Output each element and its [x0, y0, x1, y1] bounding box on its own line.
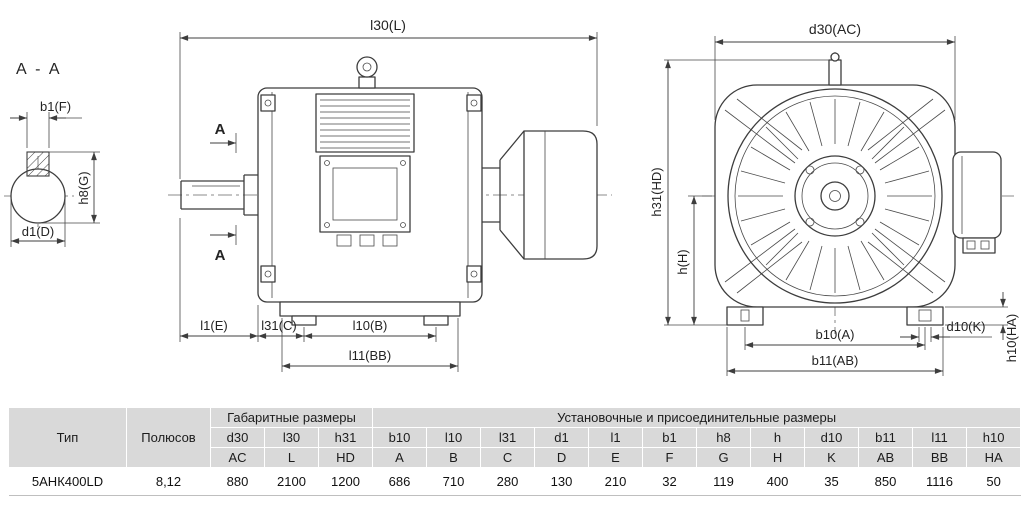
technical-drawing: А - А b1(F) h8(G) d1(D) — [4, 17, 1019, 376]
dim-value: 35 — [824, 474, 839, 489]
fan-cowl — [482, 130, 598, 260]
section-cut-mark-bottom: А — [210, 225, 237, 264]
fan-guard-louvres — [738, 99, 932, 293]
shaft-key-section — [26, 151, 50, 177]
dim-alt: H — [750, 447, 806, 468]
dim-code: l10 — [426, 427, 482, 448]
dim-alt: A — [372, 447, 428, 468]
dim-label-h10: h10(HA) — [1004, 314, 1019, 362]
dim-code: h10 — [966, 427, 1022, 448]
dim-label-b11: b11(AB) — [812, 353, 859, 368]
dim-value: 130 — [550, 474, 573, 489]
dim-value: 32 — [662, 474, 677, 489]
dim-alt: AB — [858, 447, 914, 468]
dim-code: d30 — [210, 427, 265, 448]
dim-alt: K — [804, 447, 860, 468]
group-header-overall: Габаритные размеры — [209, 407, 374, 428]
fan-guard-inner — [734, 95, 936, 297]
section-view-a-a: А - А b1(F) h8(G) d1(D) — [4, 61, 100, 247]
section-cut-letter: А — [215, 121, 226, 138]
dim-value: 119 — [713, 474, 734, 489]
dim-value: 880 — [226, 474, 249, 489]
dim-code: l11 — [912, 427, 968, 448]
dim-value: 50 — [986, 474, 1001, 489]
dim-value: 1200 — [331, 474, 360, 489]
dim-label-h31: h31(HD) — [649, 167, 664, 216]
dim-label-l11: l11(BB) — [349, 348, 391, 363]
dim-code: h8 — [696, 427, 752, 448]
dim-label-l10: l10(B) — [353, 318, 388, 333]
dim-value: 280 — [496, 474, 519, 489]
dim-code: d1 — [534, 427, 590, 448]
dim-alt-row: AC L HD A B C D E F G H K AB BB HA — [9, 447, 1022, 468]
mounting-lugs — [260, 94, 482, 283]
dim-code: b10 — [372, 427, 428, 448]
motor-base — [279, 301, 461, 326]
dim-value: 400 — [766, 474, 789, 489]
corner-braces — [724, 98, 946, 294]
dim-alt: B — [426, 447, 482, 468]
dim-code: l31 — [480, 427, 536, 448]
fan-guard-outer — [727, 88, 943, 304]
dim-label-l30: l30(L) — [370, 17, 406, 33]
dim-code: d10 — [804, 427, 860, 448]
dim-label-d1: d1(D) — [22, 224, 55, 239]
group-header-mounting: Установочные и присоединительные размеры — [372, 407, 1022, 428]
table-row: 5АНК400LD 8,12 880 2100 1200 686 710 280… — [8, 468, 1021, 496]
dim-alt: E — [588, 447, 644, 468]
dim-value: 210 — [604, 474, 627, 489]
dim-alt: G — [696, 447, 752, 468]
front-feet — [726, 306, 944, 326]
dim-value: 686 — [388, 474, 411, 489]
dim-value: 850 — [874, 474, 897, 489]
dim-code: h — [750, 427, 806, 448]
dim-alt: C — [480, 447, 536, 468]
dim-label-b10: b10(A) — [815, 327, 854, 342]
dim-code: b1 — [642, 427, 698, 448]
dim-label-h: h(H) — [675, 249, 690, 274]
dim-label-d10: d10(K) — [946, 319, 985, 334]
side-terminal-box — [952, 151, 1002, 254]
section-view-title: А - А — [16, 61, 62, 78]
dim-alt: D — [534, 447, 590, 468]
motor-type-cell: 5АНК400LD — [31, 474, 104, 489]
dim-alt: AC — [210, 447, 265, 468]
shaft-section-circle — [10, 168, 66, 224]
shaft-hub — [794, 155, 876, 237]
dim-value: 1116 — [926, 474, 954, 489]
motor-side-view: А А l30(L) l1(E) l31(C) l10(B) l11(BB) — [168, 17, 612, 372]
dim-alt: F — [642, 447, 698, 468]
lifting-eye — [356, 56, 378, 89]
terminal-box — [319, 155, 411, 247]
dim-code: l30 — [264, 427, 319, 448]
shaft — [180, 174, 258, 216]
motor-front-view: d30(AC) h31(HD) h(H) b10(A) d10(K) b11(A… — [649, 21, 1019, 376]
dim-alt: HD — [317, 447, 374, 468]
dim-label-d30: d30(AC) — [809, 21, 861, 37]
dim-alt: HA — [966, 447, 1022, 468]
dim-value: 710 — [442, 474, 465, 489]
col-header-poles: Полюсов — [126, 407, 211, 468]
dim-code-row: d30 l30 h31 b10 l10 l31 d1 l1 b1 h8 h d1… — [9, 427, 1022, 448]
dim-label-l1: l1(E) — [200, 318, 227, 333]
dim-alt: BB — [912, 447, 968, 468]
dim-label-h8: h8(G) — [76, 171, 91, 204]
poles-cell: 8,12 — [155, 474, 182, 489]
section-cut-letter: А — [215, 247, 226, 264]
dim-value: 2100 — [277, 474, 306, 489]
vent-grille — [315, 93, 415, 153]
dim-alt: L — [264, 447, 319, 468]
dim-code: l1 — [588, 427, 644, 448]
dim-code: h31 — [317, 427, 374, 448]
motor-body — [257, 87, 483, 303]
dimension-table: Тип Полюсов Габаритные размеры Установоч… — [8, 407, 1022, 496]
dim-code: b11 — [858, 427, 914, 448]
col-header-type: Тип — [8, 407, 127, 468]
dim-label-l31: l31(C) — [261, 318, 296, 333]
section-cut-mark-top: А — [210, 121, 237, 153]
dim-label-b1: b1(F) — [40, 99, 71, 114]
top-fitting — [828, 52, 842, 86]
